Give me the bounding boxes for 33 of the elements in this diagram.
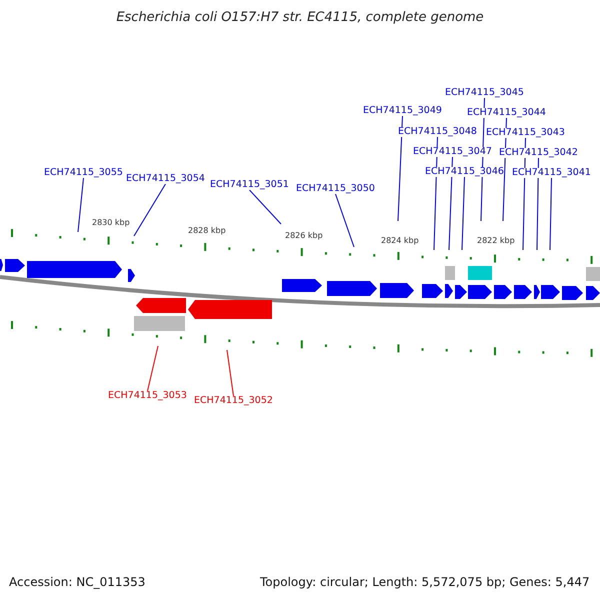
gene-label: ECH74115_3049 — [363, 106, 442, 116]
leader-line — [134, 184, 166, 236]
scale-label: 2822 kbp — [477, 237, 515, 245]
gene-label: ECH74115_3045 — [445, 88, 524, 98]
gene-label: ECH74115_3054 — [126, 174, 205, 184]
leader-line — [226, 350, 234, 396]
gene-label: ECH74115_3053 — [108, 391, 187, 400]
scale-label: 2826 kbp — [285, 232, 323, 240]
leader-line — [398, 116, 403, 222]
gene-label: ECH74115_3042 — [499, 148, 578, 158]
gene-label: ECH74115_3048 — [398, 127, 477, 136]
gene-label: ECH74115_3052 — [194, 396, 273, 406]
genome-summary-text: Topology: circular; Length: 5,572,075 bp; Genes: 5,447 — [260, 576, 590, 588]
scale-label: 2824 kbp — [381, 237, 419, 245]
leader-line — [335, 194, 354, 248]
leader-line — [550, 178, 552, 250]
leader-line — [147, 346, 158, 392]
gene-label: ECH74115_3043 — [486, 128, 565, 138]
gene-label: ECH74115_3051 — [210, 180, 289, 190]
scale-label: 2828 kbp — [188, 227, 226, 235]
leader-line — [462, 176, 465, 250]
gene-label: ECH74115_3041 — [512, 168, 591, 178]
gene-label: ECH74115_3044 — [467, 108, 546, 118]
gene-label: ECH74115_3047 — [413, 147, 492, 156]
leader-line — [536, 158, 539, 250]
leader-line — [448, 156, 453, 250]
leader-line — [249, 190, 282, 224]
scale-label: 2830 kbp — [92, 219, 130, 227]
gene-label: ECH74115_3055 — [44, 168, 123, 178]
accession-text: Accession: NC_011353 — [9, 576, 146, 588]
gene-label: ECH74115_3050 — [296, 184, 375, 194]
leader-line — [78, 178, 84, 232]
gene-label: ECH74115_3046 — [425, 167, 504, 176]
